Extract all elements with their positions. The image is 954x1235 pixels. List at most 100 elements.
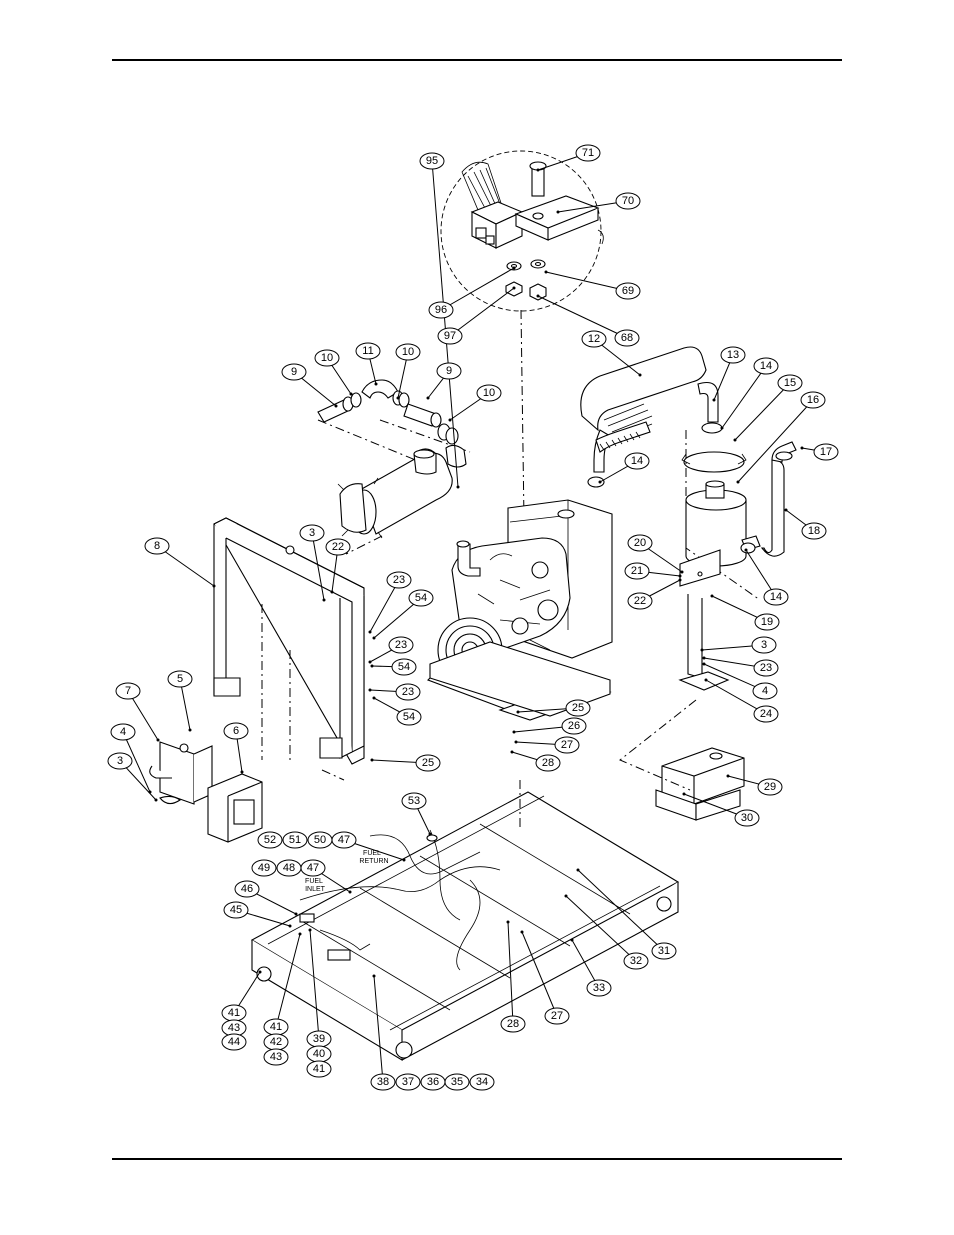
callout-50: 50 xyxy=(308,832,332,848)
callout-number: 22 xyxy=(332,541,344,553)
leader-c15 xyxy=(735,383,790,440)
leader-tip-c21 xyxy=(679,575,682,578)
callout-17: 17 xyxy=(814,444,838,460)
leader-tip-c46 xyxy=(295,913,298,916)
callout-14: 14 xyxy=(764,589,788,605)
callout-number: 51 xyxy=(289,834,301,846)
callout-9: 9 xyxy=(437,363,461,379)
callout-24: 24 xyxy=(754,706,778,722)
callout-32: 32 xyxy=(624,953,648,969)
leader-tip-c68 xyxy=(537,295,540,298)
callout-54: 54 xyxy=(392,659,416,675)
leader-tip-c47a xyxy=(403,859,406,862)
callout-number: 41 xyxy=(313,1063,325,1075)
leader-tip-c23c xyxy=(369,689,372,692)
leader-tip-c45 xyxy=(289,925,292,928)
callout-4: 4 xyxy=(111,724,135,740)
callout-15: 15 xyxy=(778,375,802,391)
leader-tip-c25a xyxy=(371,759,374,762)
leader-tip-c10a xyxy=(350,393,353,396)
leader-tip-c14a xyxy=(721,427,724,430)
callout-3: 3 xyxy=(752,637,776,653)
callout-number: 11 xyxy=(362,345,373,357)
leader-tip-c28b xyxy=(507,921,510,924)
callout-number: 36 xyxy=(427,1076,439,1088)
callout-number: 47 xyxy=(307,862,319,874)
callout-54: 54 xyxy=(397,709,421,725)
callout-35: 35 xyxy=(445,1074,469,1090)
leader-tip-c13 xyxy=(713,399,716,402)
leader-tip-c47b xyxy=(349,891,352,894)
callout-46: 46 xyxy=(235,881,259,897)
callout-38: 38 xyxy=(371,1074,395,1090)
callout-number: 27 xyxy=(561,739,573,751)
callout-51: 51 xyxy=(283,832,307,848)
callout-number: 46 xyxy=(241,883,253,895)
callout-number: 28 xyxy=(542,757,554,769)
leader-tip-c12 xyxy=(639,374,642,377)
callout-96: 96 xyxy=(429,302,453,318)
air-cleaner xyxy=(338,445,466,554)
callout-23: 23 xyxy=(387,572,411,588)
callout-number: 10 xyxy=(483,387,495,399)
callout-number: 43 xyxy=(270,1051,282,1063)
callout-number: 42 xyxy=(270,1036,282,1048)
callout-8: 8 xyxy=(145,538,169,554)
callout-number: 14 xyxy=(760,360,772,372)
callout-54: 54 xyxy=(409,590,433,606)
callout-number: 32 xyxy=(630,955,642,967)
callout-number: 43 xyxy=(228,1022,240,1034)
callout-number: 35 xyxy=(451,1076,463,1088)
callout-number: 54 xyxy=(415,592,427,604)
callout-25: 25 xyxy=(566,700,590,716)
callout-27: 27 xyxy=(555,737,579,753)
callout-number: 48 xyxy=(283,862,295,874)
callout-47: 47 xyxy=(332,832,356,848)
callout-number: 28 xyxy=(507,1018,519,1030)
leader-tip-c22a xyxy=(331,591,334,594)
callout-20: 20 xyxy=(628,535,652,551)
leader-tip-c7 xyxy=(157,739,160,742)
leader-tip-c30 xyxy=(683,793,686,796)
callout-44: 44 xyxy=(222,1034,246,1050)
leader-tip-c4a xyxy=(703,663,706,666)
leader-tip-c18 xyxy=(785,509,788,512)
callout-25: 25 xyxy=(416,755,440,771)
callout-28: 28 xyxy=(536,755,560,771)
callout-37: 37 xyxy=(396,1074,420,1090)
callout-48: 48 xyxy=(277,860,301,876)
callout-number: 41 xyxy=(228,1007,240,1019)
callout-number: 25 xyxy=(422,757,434,769)
callout-number: 23 xyxy=(402,686,414,698)
leader-tip-c28a xyxy=(511,751,514,754)
callout-number: 49 xyxy=(258,862,270,874)
callout-number: 25 xyxy=(572,702,584,714)
callout-11: 11 xyxy=(356,343,380,359)
callout-number: 6 xyxy=(233,725,239,737)
callout-number: 24 xyxy=(760,708,772,720)
callout-number: 16 xyxy=(807,394,819,406)
callout-number: 33 xyxy=(593,982,605,994)
callout-10: 10 xyxy=(477,385,501,401)
leader-tip-c27b xyxy=(521,931,524,934)
leader-tip-c23b xyxy=(369,661,372,664)
callout-70: 70 xyxy=(616,193,640,209)
stand-bracket xyxy=(680,550,728,690)
callout-97: 97 xyxy=(438,328,462,344)
leader-tip-c6 xyxy=(241,771,244,774)
callout-number: 96 xyxy=(435,304,447,316)
leader-tip-c54a xyxy=(373,637,376,640)
callout-number: 13 xyxy=(727,349,739,361)
leader-tip-c25b xyxy=(517,711,520,714)
callout-number: 40 xyxy=(313,1048,325,1060)
callout-21: 21 xyxy=(625,563,649,579)
leader-tip-c31 xyxy=(577,869,580,872)
leader-tip-c97 xyxy=(513,287,516,290)
leader-tip-c3a xyxy=(323,599,326,602)
callout-22: 22 xyxy=(628,593,652,609)
callout-23: 23 xyxy=(396,684,420,700)
callout-number: 50 xyxy=(314,834,326,846)
callout-number: 52 xyxy=(264,834,276,846)
leader-tip-c95 xyxy=(457,486,460,489)
leader-tip-c96 xyxy=(513,267,516,270)
